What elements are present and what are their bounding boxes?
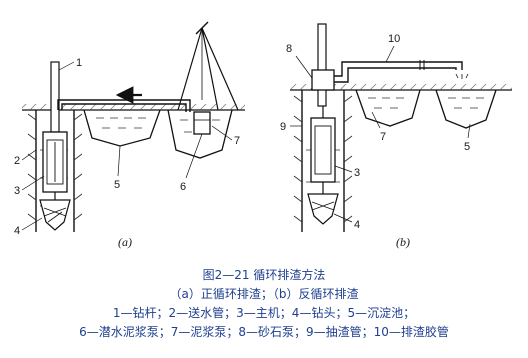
- ground-hatch-b: [290, 84, 512, 90]
- submersible-pump-a: [193, 111, 211, 135]
- settling-pit-b2: [435, 89, 497, 129]
- panel-b: 8 9 10 7 3 4 5 (b): [280, 23, 512, 249]
- drill-rod-a: [50, 61, 60, 133]
- drill-bit-b: [307, 193, 339, 225]
- label-a-2: 2: [14, 155, 20, 167]
- labels-a: 1 2 3 4 5 6 7: [14, 57, 240, 237]
- panel-a: 1 2 3 4 5 6 7 (a): [14, 21, 245, 249]
- settling-pit-b: [167, 109, 233, 159]
- label-a-7: 7: [234, 135, 240, 147]
- borehole-a: [27, 110, 83, 232]
- label-b-9: 9: [280, 121, 286, 133]
- drill-bit-a: [39, 199, 71, 231]
- label-a-4: 4: [14, 225, 20, 237]
- caption-title: 图2—21 循环排渣方法: [202, 268, 326, 282]
- discharge-hose-b: [334, 61, 463, 77]
- label-b-4: 4: [354, 219, 360, 231]
- circulation-diagram: 1 2 3 4 5 6 7 (a): [14, 21, 512, 249]
- caption-subtitle: （a）正循环排渣；（b）反循环排渣: [169, 287, 359, 301]
- label-b-8: 8: [286, 43, 292, 55]
- panel-b-label: (b): [396, 235, 410, 249]
- labels-b: 8 9 10 7 3 4 5: [280, 33, 471, 231]
- label-a-1: 1: [76, 57, 82, 69]
- caption-legend-line-1: 1—钻杆；2—送水管；3—主机；4—钻头；5—沉淀池；: [112, 306, 416, 320]
- label-b-10: 10: [388, 33, 400, 45]
- tripod-a: [177, 27, 239, 111]
- label-b-5: 5: [464, 141, 470, 153]
- label-b-3: 3: [354, 167, 360, 179]
- caption-legend-line-2: 6—潜水泥浆泵；7—泥浆泵；8—砂石泵；9—抽渣管；10—排渣胶管: [79, 325, 449, 339]
- label-a-5: 5: [114, 179, 120, 191]
- ground-hatch-a: [22, 104, 245, 110]
- label-a-6: 6: [180, 181, 186, 193]
- label-b-7: 7: [380, 131, 386, 143]
- sand-pump-b: [311, 69, 335, 91]
- panel-a-label: (a): [118, 235, 132, 249]
- label-a-3: 3: [14, 185, 20, 197]
- figure-caption: 图2—21 循环排渣方法 （a）正循环排渣；（b）反循环排渣 1—钻杆；2—送水…: [0, 266, 528, 342]
- settling-pit-b1: [355, 89, 421, 127]
- suction-pipe-b: [317, 23, 327, 107]
- borehole-b: [293, 90, 353, 232]
